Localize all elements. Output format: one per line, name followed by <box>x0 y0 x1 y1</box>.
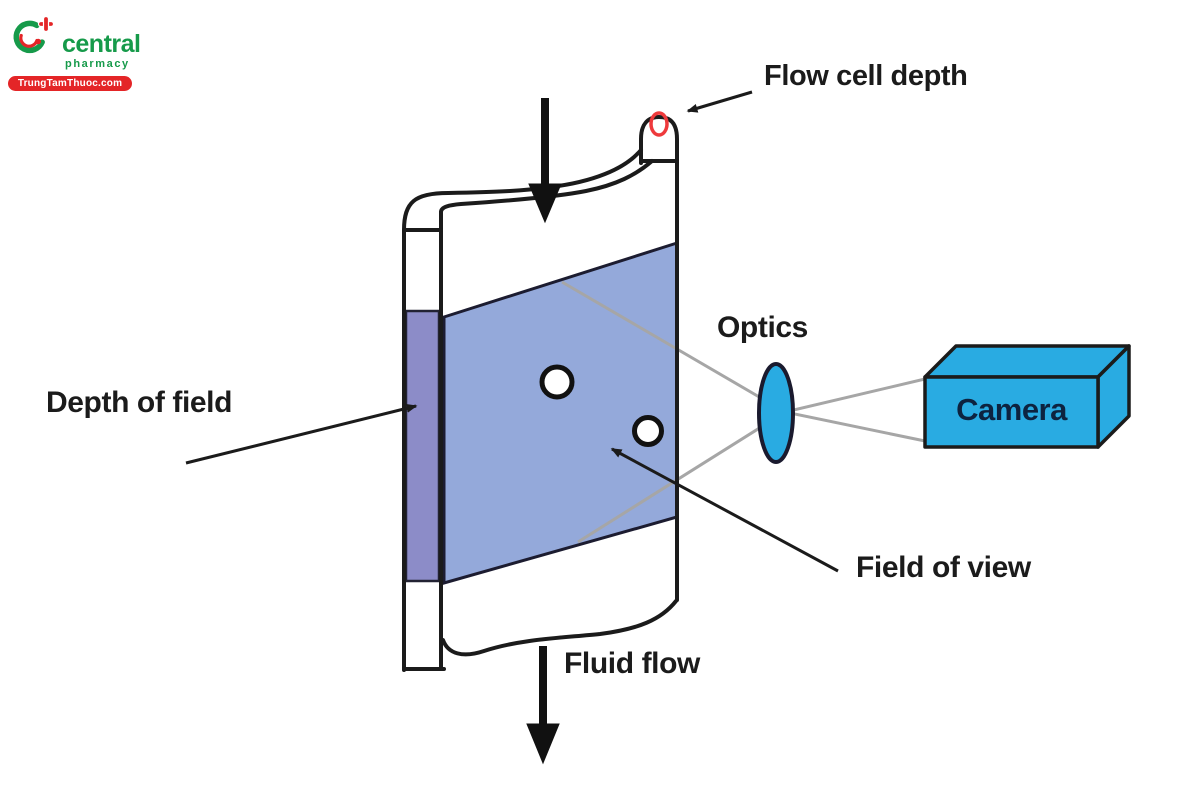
cell-left-wall-outer <box>402 148 643 672</box>
cell-arch-and-right-wall <box>639 114 679 602</box>
optics-label: Optics <box>717 311 808 344</box>
flow-cell-depth-label: Flow cell depth <box>764 60 968 92</box>
cell-left-wall-inner <box>439 159 654 671</box>
flow-arrows <box>526 98 562 765</box>
depth-of-field-arrow <box>185 403 418 465</box>
logo-banner: TrungTamThuoc.com <box>8 76 132 91</box>
flow-cell-depth-marker <box>649 111 669 137</box>
camera-front-face <box>923 375 1100 449</box>
fluid-flow-label: Fluid flow <box>564 647 700 680</box>
camera-box <box>923 344 1131 449</box>
inflow-arrow-head <box>528 183 562 224</box>
particle <box>539 364 575 400</box>
particle <box>632 415 664 447</box>
camera-label: Camera <box>956 392 1067 427</box>
plus-icon <box>37 15 55 33</box>
callout-arrows <box>185 90 839 573</box>
logo-mark <box>13 15 55 54</box>
logo-inner-arc-icon <box>19 33 39 48</box>
outflow-arrow-head <box>526 723 560 765</box>
lens <box>757 362 795 464</box>
flow-cell-depth-arrow <box>686 90 753 113</box>
field-of-view-label: Field of view <box>856 551 1031 584</box>
logo-c-icon <box>13 20 45 54</box>
logo-tagline-text: pharmacy <box>65 58 130 70</box>
depth-of-field-label: Depth of field <box>46 386 233 419</box>
camera-top-face <box>923 344 1131 379</box>
central-pharmacy-logo: central pharmacy TrungTamThuoc.com <box>8 12 158 91</box>
depth-of-field-strip <box>404 309 441 583</box>
logo-dot-icon <box>35 38 41 45</box>
logo-brand-text: central <box>62 30 141 58</box>
fluid-region <box>442 240 679 585</box>
particles <box>539 364 664 447</box>
flow-cell-outline <box>402 114 679 672</box>
field-of-view-arrow <box>610 447 839 573</box>
cell-bottom-edge <box>441 599 678 657</box>
